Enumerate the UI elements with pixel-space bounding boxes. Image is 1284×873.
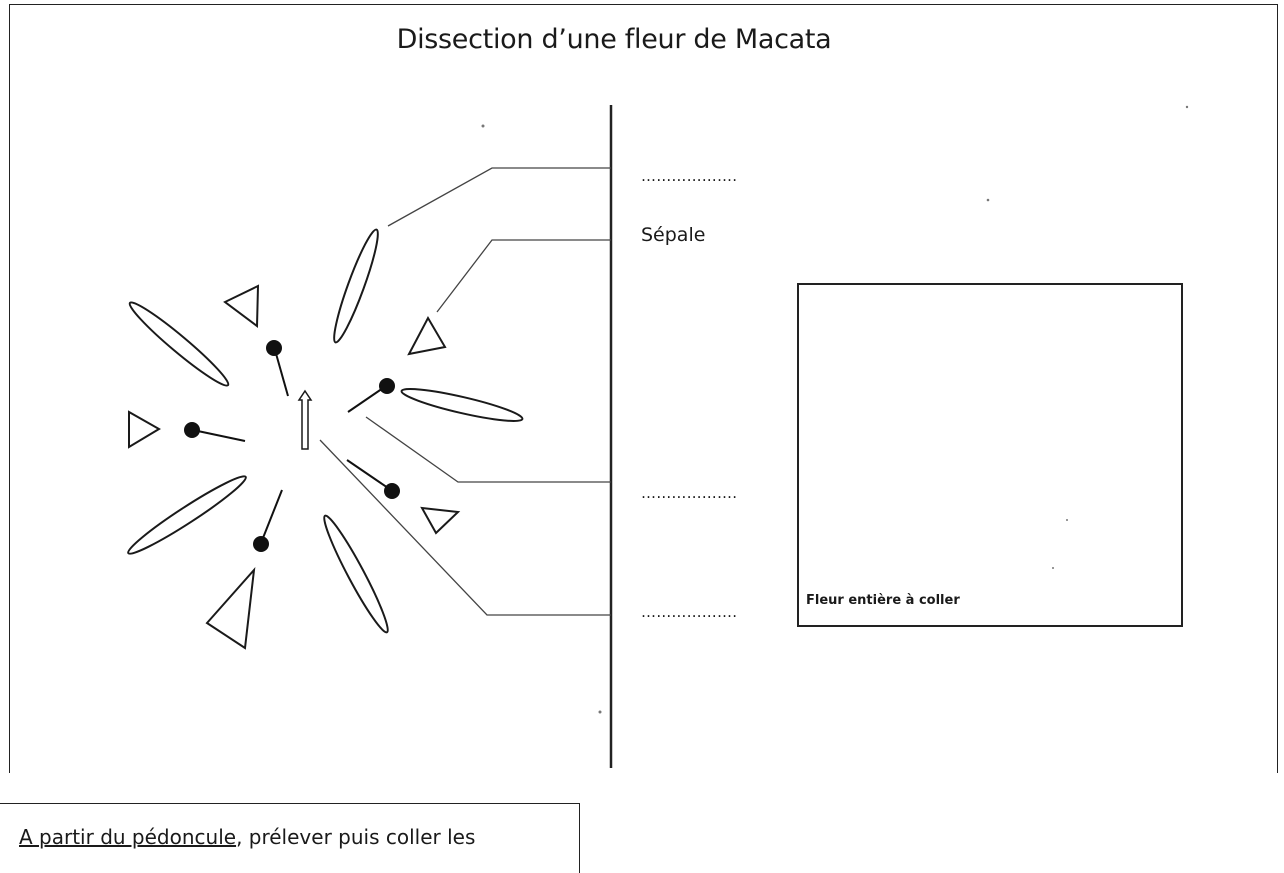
- label-blank-1: ……………….: [641, 167, 738, 185]
- label-blank-2: ……………….: [641, 484, 738, 502]
- petal: [128, 301, 230, 387]
- leader-line-4: [319, 439, 611, 616]
- scan-speck: [1185, 105, 1189, 109]
- scan-speck: [598, 710, 602, 714]
- stamen-filament: [347, 385, 387, 413]
- instruction-text: A partir du pédoncule, prélever puis col…: [19, 825, 475, 849]
- sepal-triangle: [407, 315, 447, 356]
- scan-speck: [986, 198, 990, 202]
- instruction-box: [0, 803, 580, 873]
- label-blank-3: ……………….: [641, 603, 738, 621]
- page-title: Dissection d’une fleur de Macata: [396, 24, 832, 55]
- paste-box-caption: Fleur entière à coller: [806, 593, 960, 608]
- stamen-anther: [384, 483, 400, 499]
- scan-speck: [481, 124, 485, 128]
- sepal-triangle: [223, 284, 260, 328]
- stamen-anther: [266, 340, 282, 356]
- leader-line-1: [387, 167, 611, 227]
- instruction-rest: , prélever puis coller les: [236, 825, 476, 849]
- leader-line-2: [436, 239, 611, 313]
- sepal-triangle: [420, 506, 461, 535]
- pistil-arrow: [297, 389, 313, 450]
- sepal-triangle: [128, 410, 161, 449]
- stamen-filament: [192, 429, 246, 442]
- scan-speck: [1066, 519, 1068, 521]
- petal: [323, 514, 389, 634]
- label-sepale: Sépale: [641, 224, 706, 246]
- stamen-filament: [260, 489, 283, 544]
- petal: [333, 228, 379, 344]
- worksheet-frame: [9, 4, 1278, 773]
- stamen-filament: [346, 459, 392, 491]
- petal: [400, 388, 524, 422]
- instruction-underlined: A partir du pédoncule: [19, 825, 237, 849]
- stamen-anther: [379, 378, 395, 394]
- petal: [127, 475, 247, 555]
- paste-box: [797, 283, 1183, 627]
- stamen-filament: [274, 349, 289, 397]
- scan-speck: [1052, 567, 1054, 569]
- sepal-triangle: [205, 566, 256, 650]
- leader-line-3: [365, 416, 611, 483]
- stamen-anther: [184, 422, 200, 438]
- stamen-anther: [253, 536, 269, 552]
